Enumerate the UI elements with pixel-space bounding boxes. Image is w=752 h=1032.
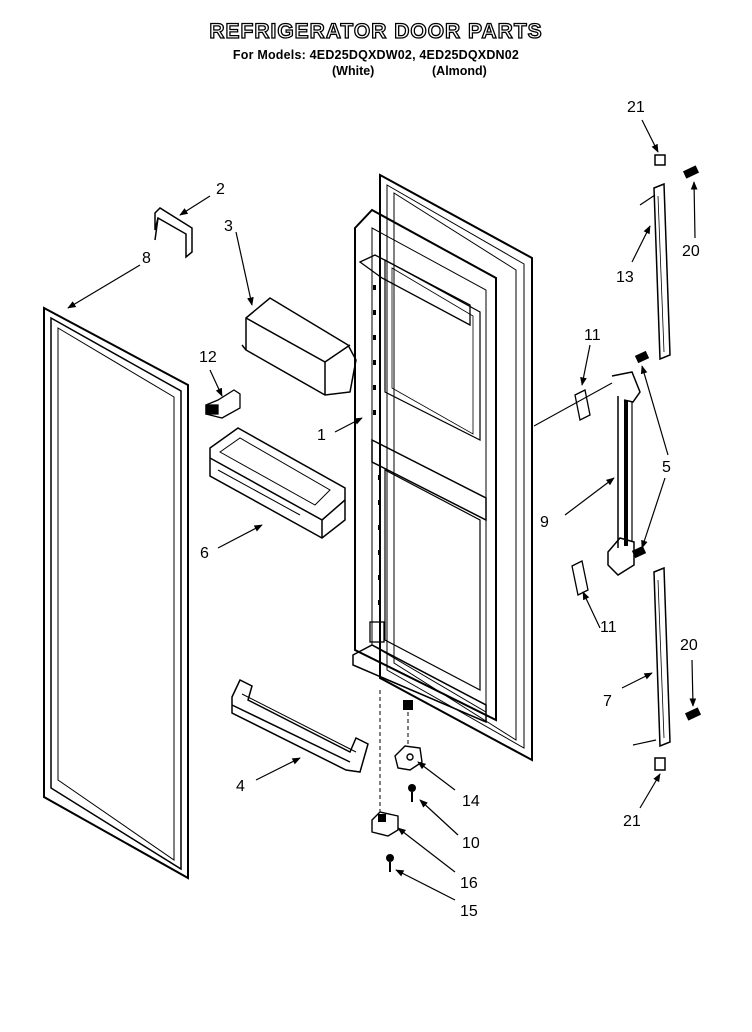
callout-15: 15 bbox=[460, 903, 478, 920]
callout-20-bottom: 20 bbox=[680, 637, 698, 654]
lower-trim-strip bbox=[653, 566, 671, 771]
callout-1: 1 bbox=[317, 427, 326, 444]
callout-16: 16 bbox=[460, 875, 478, 892]
bin-clip bbox=[205, 389, 241, 419]
callout-8: 8 bbox=[142, 250, 151, 267]
variant-almond-label: (Almond) bbox=[432, 64, 487, 78]
callout-11-bottom: 11 bbox=[600, 619, 617, 636]
door-liner bbox=[352, 173, 533, 762]
upper-trim-strip bbox=[653, 154, 671, 361]
leader-lines bbox=[67, 119, 698, 901]
hinge-bracket bbox=[371, 811, 399, 837]
lower-trim-screw bbox=[684, 707, 702, 721]
top-bracket bbox=[154, 207, 193, 259]
callout-3: 3 bbox=[224, 218, 233, 235]
upper-bin-cover bbox=[241, 297, 357, 396]
callout-11-top: 11 bbox=[584, 327, 601, 344]
models-line: For Models: 4ED25DQXDW02, 4ED25DQXDN02 bbox=[232, 48, 520, 62]
callout-numbers: 2 3 8 12 1 6 4 14 10 16 15 11 11 9 5 21 … bbox=[142, 99, 700, 920]
door-handle bbox=[533, 371, 641, 576]
callout-9: 9 bbox=[540, 514, 549, 531]
callout-13: 13 bbox=[616, 269, 634, 286]
callout-5: 5 bbox=[662, 459, 671, 476]
callout-4: 4 bbox=[236, 778, 245, 795]
handle-clips bbox=[571, 389, 591, 596]
door-bin bbox=[209, 427, 346, 539]
handle-screws bbox=[631, 350, 650, 559]
callout-20-top: 20 bbox=[682, 243, 700, 260]
page-title: REFRIGERATOR DOOR PARTS bbox=[209, 19, 543, 43]
bottom-shelf-bar bbox=[231, 678, 369, 773]
callout-21-bottom: 21 bbox=[623, 813, 641, 830]
callout-10: 10 bbox=[462, 835, 480, 852]
callout-6: 6 bbox=[200, 545, 209, 562]
door-gasket bbox=[43, 306, 189, 880]
upper-trim-screw bbox=[682, 165, 700, 179]
callout-12: 12 bbox=[199, 349, 217, 366]
callout-14: 14 bbox=[462, 793, 480, 810]
variant-white-label: (White) bbox=[332, 64, 375, 78]
callout-21-top: 21 bbox=[627, 99, 645, 116]
callout-2: 2 bbox=[216, 181, 225, 198]
bracket-screw bbox=[386, 854, 394, 872]
hinge-screw bbox=[408, 784, 416, 802]
callout-7: 7 bbox=[603, 693, 612, 710]
lower-hinge bbox=[394, 700, 423, 771]
